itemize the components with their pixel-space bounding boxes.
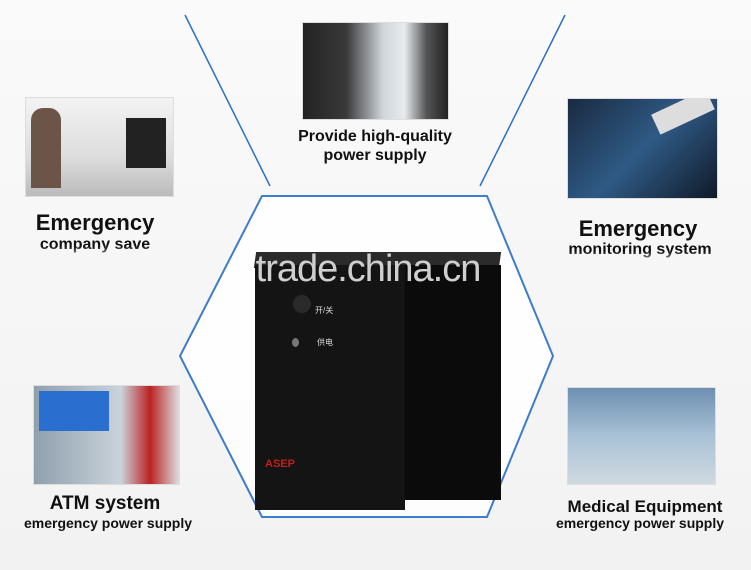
watermark: trade.china.cn bbox=[255, 248, 482, 290]
monitoring-room-photo bbox=[567, 98, 718, 199]
atm-photo bbox=[33, 385, 180, 485]
datacenter-photo bbox=[302, 22, 449, 120]
brand-logo: ASEP bbox=[265, 458, 295, 470]
bottom-left-title: ATM system bbox=[49, 493, 161, 514]
top-right-subtitle: monitoring system bbox=[568, 241, 712, 258]
bottom-left-subtitle: emergency power supply bbox=[23, 515, 193, 531]
switch-label: 开/关 bbox=[315, 306, 334, 315]
status-led bbox=[292, 338, 299, 347]
top-left-title: Emergency bbox=[35, 210, 155, 235]
bottom-right-title: Medical Equipment bbox=[567, 497, 723, 516]
top-right-title: Emergency bbox=[578, 216, 698, 241]
bottom-right-subtitle: emergency power supply bbox=[555, 515, 725, 531]
center-line2: power supply bbox=[323, 147, 427, 164]
medical-room-photo bbox=[567, 387, 716, 485]
top-left-subtitle: company save bbox=[39, 236, 151, 253]
center-line1: Provide high-quality bbox=[298, 128, 452, 145]
line-top-left bbox=[184, 14, 271, 187]
ups-product: 开/关 供电 ASEP bbox=[253, 240, 505, 510]
power-label: 供电 bbox=[317, 338, 333, 347]
office-workers-photo bbox=[25, 97, 174, 197]
line-top-right bbox=[479, 14, 566, 187]
power-button bbox=[293, 295, 311, 313]
